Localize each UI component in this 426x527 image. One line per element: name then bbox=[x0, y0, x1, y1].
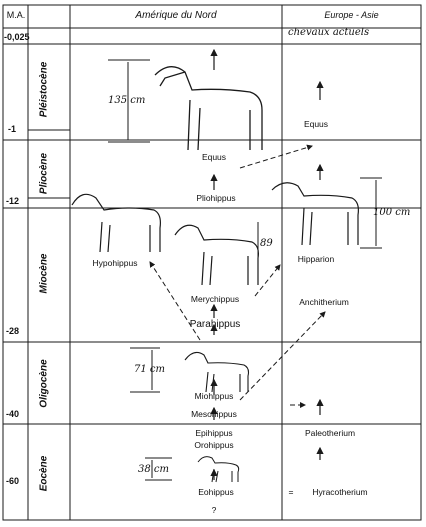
genus-eohippus: Eohippus bbox=[198, 487, 234, 497]
genus-hyracotherium: Hyracotherium bbox=[312, 487, 368, 497]
genus-parahippus: Parahippus bbox=[189, 319, 241, 330]
age-label: -0,025 bbox=[4, 32, 30, 42]
genus-merychippus: Merychippus bbox=[190, 294, 240, 304]
genus-mesohippus: Mesohippus bbox=[191, 409, 237, 419]
age-label: -60 bbox=[6, 476, 20, 486]
horse-merychippus-icon bbox=[174, 224, 259, 286]
ma-header: M.A. bbox=[6, 10, 26, 20]
height-hipparion: 100 cm bbox=[373, 207, 411, 218]
height-eohippus: 38 cm bbox=[138, 464, 169, 475]
genus-epihippus: Epihippus bbox=[195, 428, 233, 438]
genus-hipparion: Hipparion bbox=[297, 254, 335, 264]
height-merychippus: 89 bbox=[260, 238, 273, 249]
genus-pliohippus: Pliohippus bbox=[196, 193, 236, 203]
age-label: -28 bbox=[6, 326, 20, 336]
horse-hypohippus-icon bbox=[71, 193, 161, 253]
horse-equus-icon bbox=[154, 66, 263, 151]
genus-orohippus: Orohippus bbox=[194, 440, 234, 450]
era-oligocene: Oligocène bbox=[38, 359, 50, 408]
era-miocene: Miocène bbox=[38, 253, 50, 294]
modern-horses-note: chevaux actuels bbox=[288, 27, 370, 38]
genus-miohippus: Miohippus bbox=[194, 391, 234, 401]
horse-hipparion-icon bbox=[271, 182, 359, 246]
horse-eohippus-icon bbox=[197, 456, 240, 483]
era-eocene: Eocène bbox=[38, 455, 50, 492]
genus-equus-na: Equus bbox=[201, 152, 227, 162]
europe-asia-header: Europe - Asie bbox=[324, 10, 379, 20]
genus-paleotherium: Paleotherium bbox=[304, 428, 356, 438]
genus-equus-ea: Equus bbox=[303, 119, 329, 129]
age-label: -12 bbox=[6, 196, 20, 206]
era-pleistocene: Pléistocène bbox=[38, 61, 50, 118]
unknown-origin-mark: ? bbox=[211, 505, 217, 515]
genus-hypohippus: Hypohippus bbox=[92, 258, 138, 268]
era-pliocene: Pliocène bbox=[38, 152, 50, 195]
height-miohippus: 71 cm bbox=[134, 364, 165, 375]
horse-miohippus-icon bbox=[184, 351, 250, 393]
equivalence-mark: = bbox=[288, 487, 294, 497]
age-label: -1 bbox=[8, 124, 17, 134]
north-america-header: Amérique du Nord bbox=[135, 10, 217, 21]
age-label: -40 bbox=[6, 409, 20, 419]
genus-anchitherium: Anchitherium bbox=[299, 297, 349, 307]
height-equus: 135 cm bbox=[108, 95, 146, 106]
